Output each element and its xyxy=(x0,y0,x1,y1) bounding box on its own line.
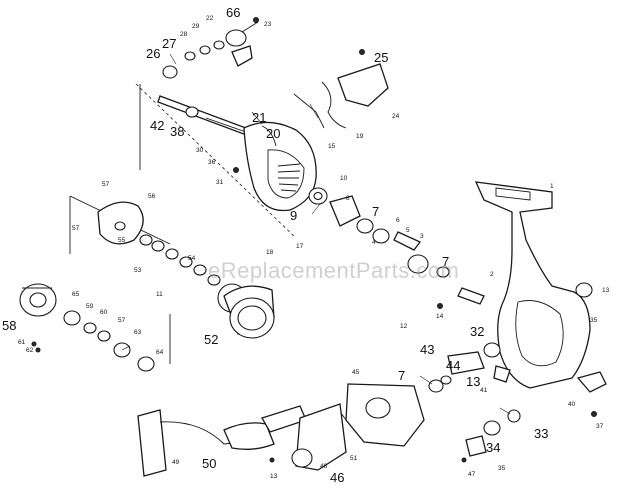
part-number-small-12: 12 xyxy=(400,323,408,330)
spool xyxy=(217,283,275,339)
reel-body xyxy=(474,181,607,417)
part-number-34: 34 xyxy=(486,440,500,455)
part-number-small-28: 28 xyxy=(180,31,188,38)
part-number-small-35: 35 xyxy=(590,317,598,324)
part-number-small-60: 60 xyxy=(100,309,108,316)
part-number-26: 26 xyxy=(146,46,160,61)
drag-parts xyxy=(97,201,221,286)
leader-lines xyxy=(121,53,511,415)
part-number-small-40: 40 xyxy=(568,401,576,408)
part-number-9: 9 xyxy=(290,208,297,223)
part-number-7: 7 xyxy=(372,204,379,219)
part-number-small-29: 29 xyxy=(192,23,200,30)
part-number-small-19: 19 xyxy=(356,133,364,140)
part-number-small-53: 53 xyxy=(134,267,142,274)
part-number-small-4: 4 xyxy=(372,239,376,246)
side-cover xyxy=(335,383,425,447)
part-number-small-17: 17 xyxy=(296,243,304,250)
part-number-small-8: 8 xyxy=(346,195,350,202)
part-number-small-2: 2 xyxy=(490,271,494,278)
part-number-small-10: 10 xyxy=(340,175,348,182)
bail-wire xyxy=(293,49,389,129)
part-number-44: 44 xyxy=(446,358,460,373)
part-number-small-62: 62 xyxy=(26,347,34,354)
assembly-guide-line xyxy=(135,83,297,239)
part-number-small-51: 51 xyxy=(350,455,358,462)
part-number-small-14: 14 xyxy=(436,313,444,320)
part-number-66: 66 xyxy=(226,5,240,20)
part-number-21: 21 xyxy=(252,110,266,125)
part-number-27: 27 xyxy=(162,36,176,51)
part-number-33: 33 xyxy=(534,426,548,441)
part-number-small-57: 57 xyxy=(72,225,80,232)
watermark: eReplacementParts.com xyxy=(208,258,460,283)
bail-arm-parts xyxy=(162,17,259,79)
part-number-small-1: 1 xyxy=(550,183,554,190)
part-number-7: 7 xyxy=(398,368,405,383)
part-number-small-37: 37 xyxy=(596,423,604,430)
part-number-42: 42 xyxy=(150,118,164,133)
anti-reverse-parts xyxy=(461,409,521,463)
part-number-small-35: 35 xyxy=(498,465,506,472)
part-number-58: 58 xyxy=(2,318,16,333)
part-number-small-55: 55 xyxy=(118,237,126,244)
part-number-small-61: 61 xyxy=(18,339,26,346)
part-number-small-31: 31 xyxy=(216,179,224,186)
part-number-7: 7 xyxy=(442,254,449,269)
part-number-46: 46 xyxy=(330,470,344,485)
part-number-small-15: 15 xyxy=(328,143,336,150)
part-number-small-54: 54 xyxy=(188,255,196,262)
pinion-washers xyxy=(308,187,450,278)
drag-knob xyxy=(19,283,155,372)
part-number-small-30: 30 xyxy=(196,147,204,154)
part-number-20: 20 xyxy=(266,126,280,141)
part-number-small-59: 59 xyxy=(86,303,94,310)
rotor xyxy=(233,121,317,212)
part-number-small-18: 18 xyxy=(266,249,274,256)
part-number-small-57: 57 xyxy=(102,181,110,188)
part-number-small-3: 3 xyxy=(420,233,424,240)
part-number-small-47: 47 xyxy=(468,471,476,478)
part-number-small-11: 11 xyxy=(156,291,163,298)
drive-gear xyxy=(428,342,511,393)
part-number-small-49: 49 xyxy=(172,459,180,466)
part-number-small-36: 36 xyxy=(208,159,216,166)
part-number-small-13: 13 xyxy=(602,287,610,294)
part-number-small-23: 23 xyxy=(264,21,272,28)
part-number-small-13: 13 xyxy=(270,473,278,480)
part-number-52: 52 xyxy=(204,332,218,347)
part-number-50: 50 xyxy=(202,456,216,471)
part-number-small-65: 65 xyxy=(72,291,80,298)
part-number-38: 38 xyxy=(170,124,184,139)
part-number-small-63: 63 xyxy=(134,329,142,336)
handle-assembly xyxy=(137,403,347,477)
part-number-43: 43 xyxy=(420,342,434,357)
part-number-13: 13 xyxy=(466,374,480,389)
part-number-small-6: 6 xyxy=(396,217,400,224)
gear-shaft xyxy=(437,287,485,309)
part-number-small-22: 22 xyxy=(206,15,214,22)
part-number-small-41: 41 xyxy=(480,387,488,394)
part-number-25: 25 xyxy=(374,50,388,65)
part-number-32: 32 xyxy=(470,324,484,339)
part-number-small-45: 45 xyxy=(352,369,360,376)
part-number-small-48: 48 xyxy=(320,463,328,470)
part-number-small-5: 5 xyxy=(406,227,410,234)
part-labels-small: 2223282924193036153110865432157565755535… xyxy=(18,15,610,480)
part-number-small-24: 24 xyxy=(392,113,400,120)
part-number-small-57: 57 xyxy=(118,317,126,324)
part-number-small-56: 56 xyxy=(148,193,156,200)
part-number-small-64: 64 xyxy=(156,349,164,356)
